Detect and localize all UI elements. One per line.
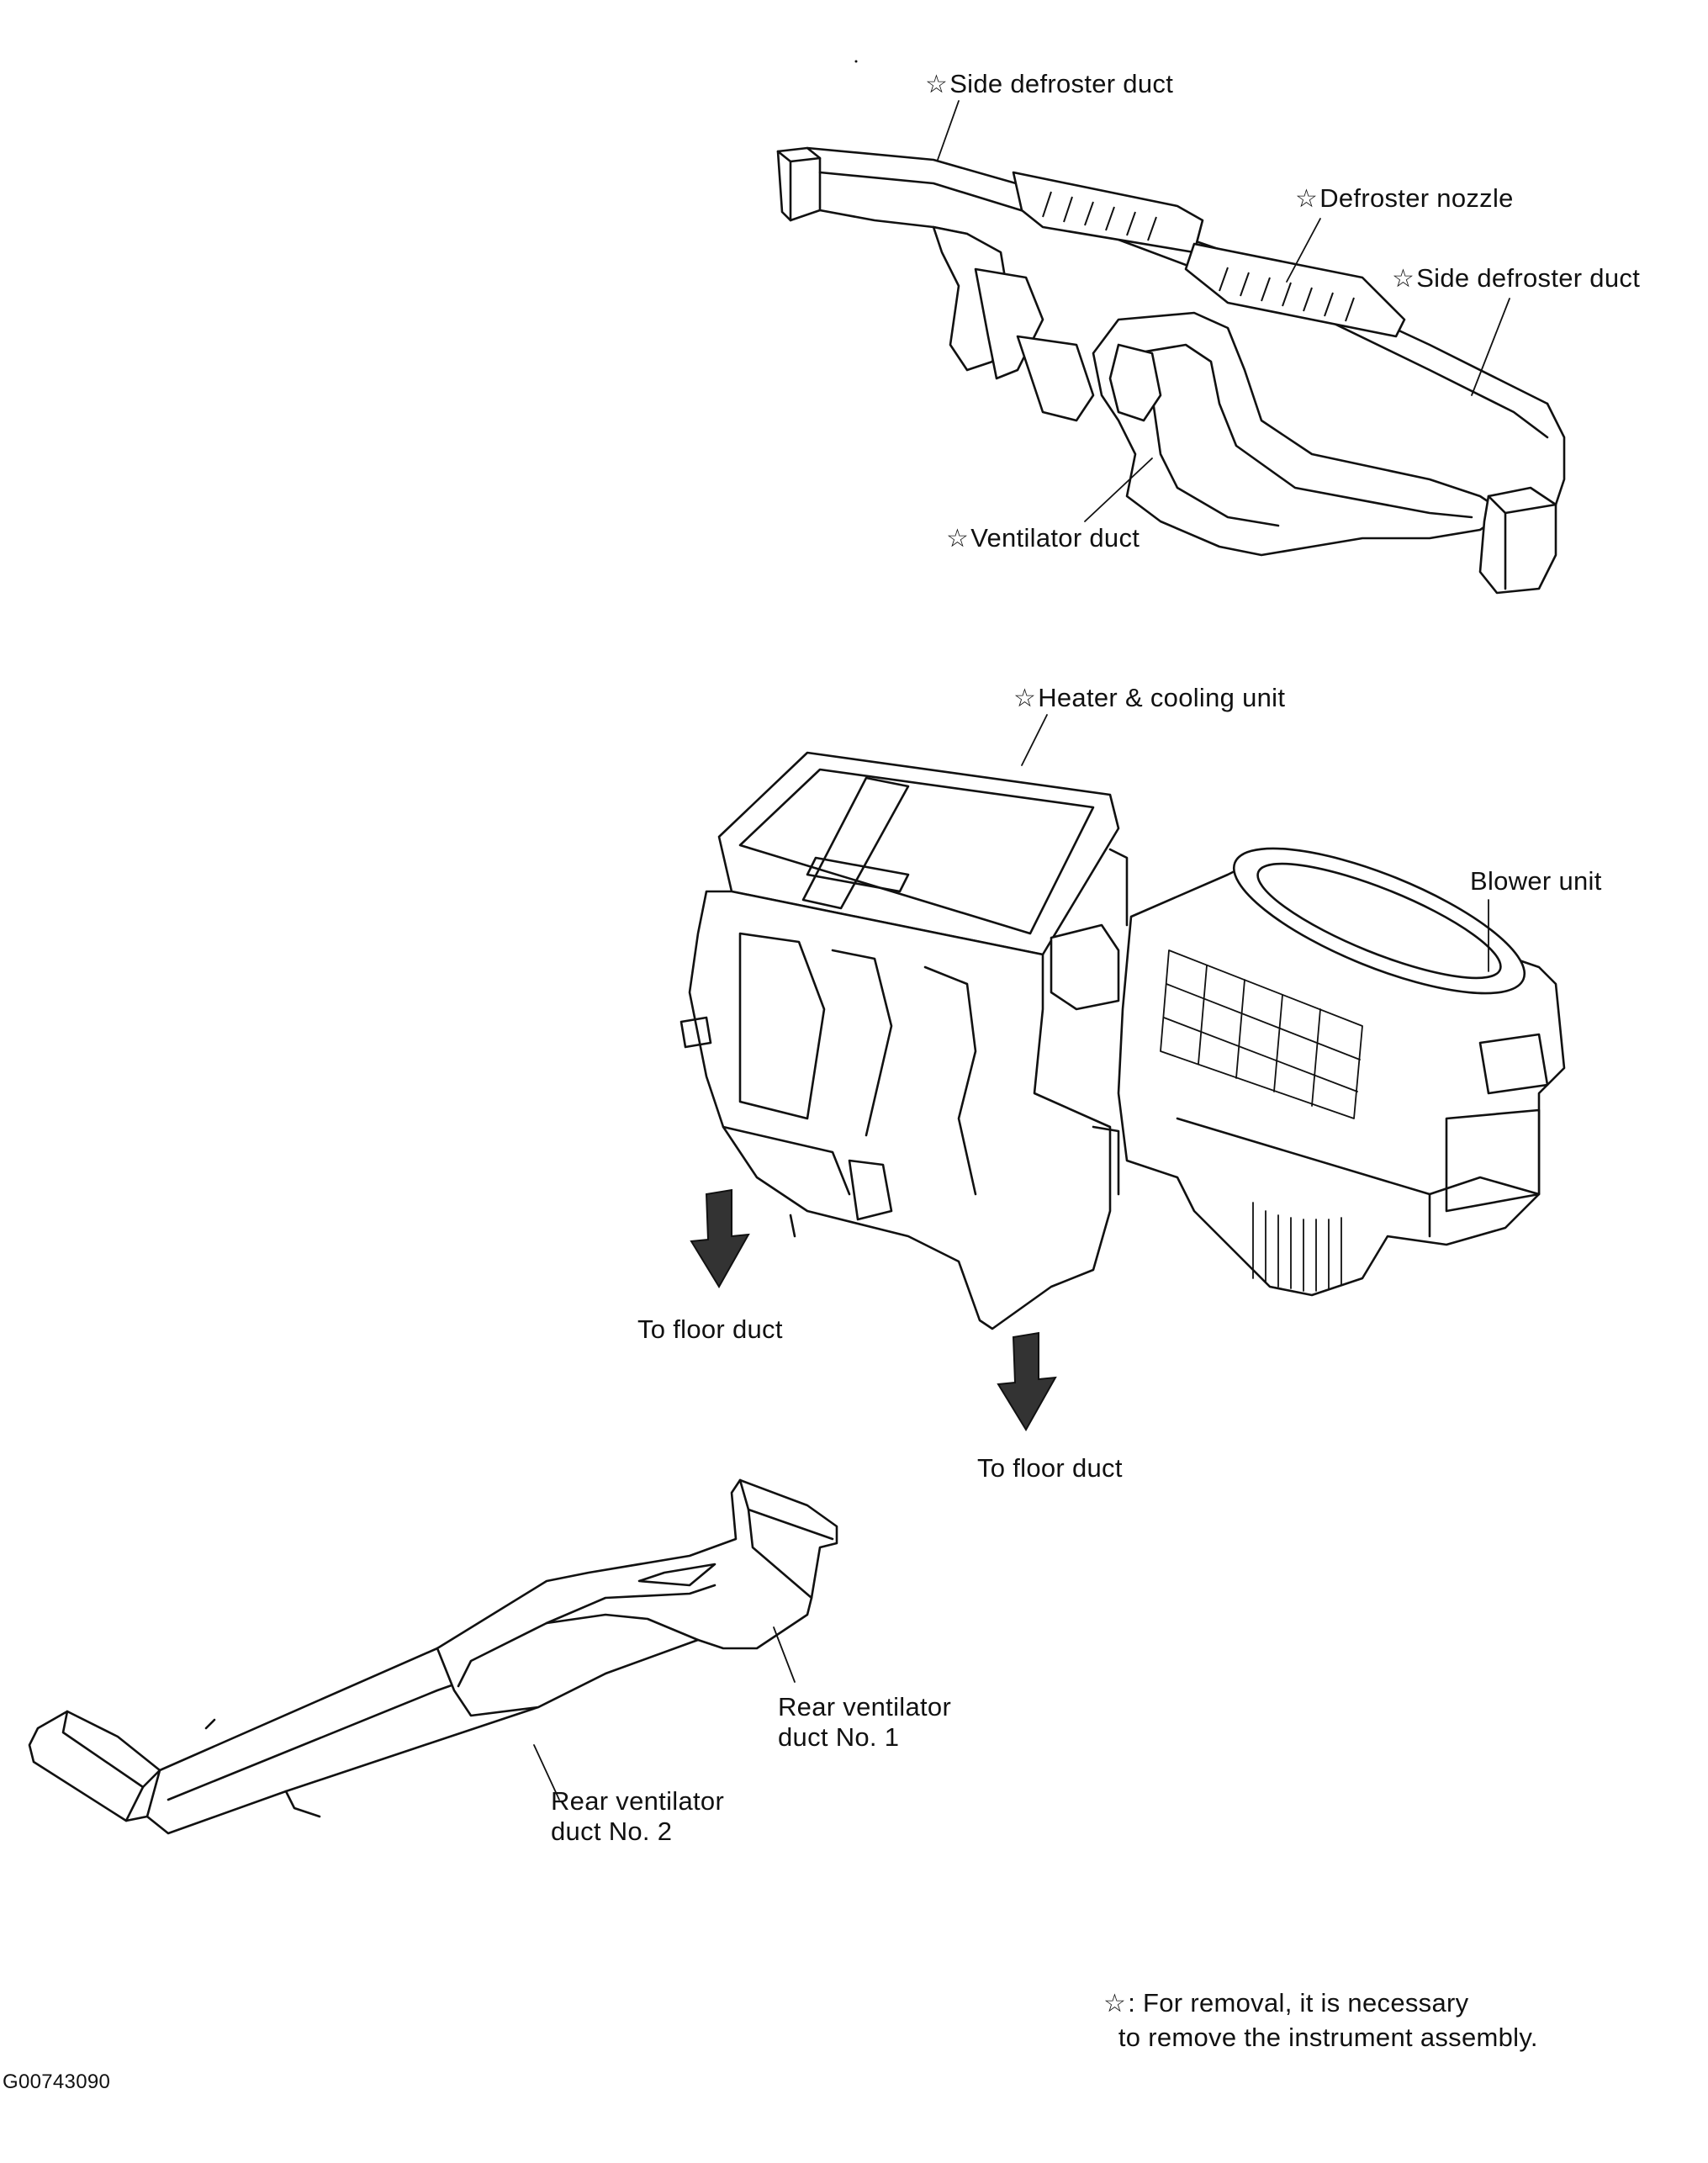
label-ventilator-duct: ☆Ventilator duct xyxy=(946,523,1140,553)
down-arrow-icon xyxy=(690,1188,750,1288)
leader-lines-middle xyxy=(1021,714,1489,972)
down-arrow-icon xyxy=(997,1331,1057,1431)
blower-unit-drawing xyxy=(1117,847,1566,1297)
rear-ventilator-duct-no-1-drawing xyxy=(436,1478,838,1717)
star-outline-icon: ☆ xyxy=(1295,184,1319,214)
label-defroster-nozzle: ☆Defroster nozzle xyxy=(1295,183,1514,214)
star-outline-icon: ☆ xyxy=(1103,1989,1127,2018)
heater-cooling-unit-drawing xyxy=(679,751,1129,1330)
leader-lines-bottom xyxy=(533,1626,796,1801)
label-heater-cooling-unit: ☆Heater & cooling unit xyxy=(1013,683,1286,713)
label-to-floor-duct-2: To floor duct xyxy=(977,1453,1123,1483)
star-outline-icon: ☆ xyxy=(925,70,949,99)
label-side-defroster-duct-right: ☆Side defroster duct xyxy=(1392,263,1641,294)
leader-lines-top xyxy=(937,100,1510,522)
label-blower-unit: Blower unit xyxy=(1470,866,1602,896)
label-side-defroster-duct-left: ☆Side defroster duct xyxy=(925,69,1174,99)
label-to-floor-duct-1: To floor duct xyxy=(637,1314,783,1344)
removal-footnote-text: : For removal, it is necessary to remove… xyxy=(1118,1988,1538,2052)
label-rear-ventilator-duct-no-2: Rear ventilator duct No. 2 xyxy=(551,1786,725,1846)
removal-footnote: ☆: For removal, it is necessary to remov… xyxy=(1103,1986,1538,2055)
defroster-duct-assembly xyxy=(776,146,1566,595)
stray-dot xyxy=(854,60,858,63)
label-rear-ventilator-duct-no-1: Rear ventilator duct No. 1 xyxy=(778,1692,952,1752)
figure-code: G00743090 xyxy=(3,2070,111,2093)
star-outline-icon: ☆ xyxy=(1392,264,1415,294)
star-outline-icon: ☆ xyxy=(1013,684,1037,713)
star-outline-icon: ☆ xyxy=(946,524,970,553)
